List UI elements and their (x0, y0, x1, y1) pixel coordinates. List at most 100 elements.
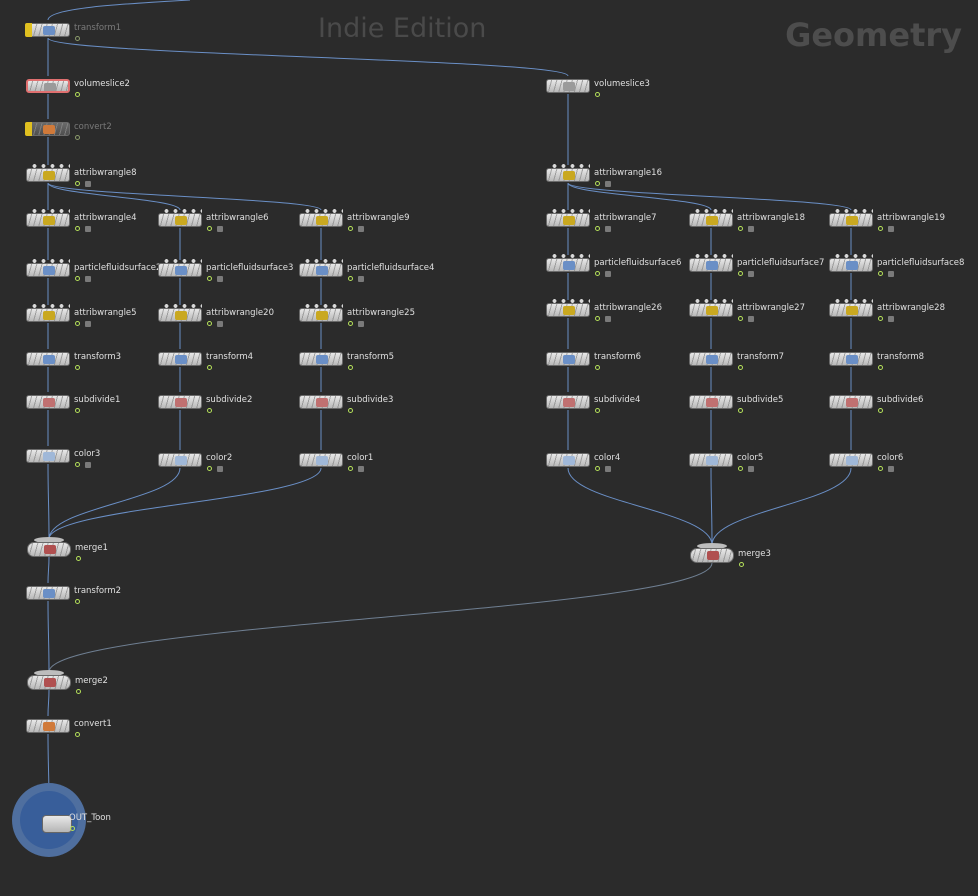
node-attribwrangle5[interactable] (26, 304, 70, 325)
node-subdivide5[interactable] (689, 395, 733, 412)
input-connector-dots[interactable] (550, 164, 590, 168)
node-transform1[interactable] (25, 23, 70, 40)
node-display-indicator[interactable] (75, 36, 80, 41)
node-attribwrangle7[interactable] (546, 209, 590, 230)
input-connector-dots[interactable] (550, 299, 590, 303)
node-display-indicator[interactable] (75, 321, 80, 326)
node-body[interactable] (158, 453, 202, 467)
display-flag[interactable] (25, 23, 32, 37)
node-display-indicator[interactable] (75, 462, 80, 467)
node-body[interactable] (26, 308, 70, 322)
node-display-indicator[interactable] (75, 408, 80, 413)
node-display-indicator[interactable] (878, 226, 883, 231)
node-transform5[interactable] (299, 352, 343, 369)
node-subdivide3[interactable] (299, 395, 343, 412)
node-transform4[interactable] (158, 352, 202, 369)
node-display-indicator[interactable] (207, 466, 212, 471)
node-display-indicator[interactable] (595, 408, 600, 413)
node-display-indicator[interactable] (75, 732, 80, 737)
node-display-indicator[interactable] (348, 276, 353, 281)
node-display-indicator[interactable] (70, 826, 75, 831)
node-transform3[interactable] (26, 352, 70, 369)
node-attribwrangle8[interactable] (26, 164, 70, 185)
node-body[interactable] (158, 308, 202, 322)
node-display-indicator[interactable] (207, 276, 212, 281)
input-connector-dots[interactable] (30, 209, 70, 213)
node-particlefluidsurface3[interactable] (158, 259, 202, 280)
node-display-indicator[interactable] (76, 556, 81, 561)
node-transform6[interactable] (546, 352, 590, 369)
node-subdivide1[interactable] (26, 395, 70, 412)
node-body[interactable] (26, 122, 70, 136)
node-subdivide2[interactable] (158, 395, 202, 412)
node-body[interactable] (546, 79, 590, 93)
node-body[interactable] (299, 213, 343, 227)
node-display-indicator[interactable] (878, 316, 883, 321)
node-color1[interactable] (299, 453, 343, 470)
node-body[interactable] (27, 675, 71, 690)
node-display-indicator[interactable] (595, 365, 600, 370)
node-attribwrangle16[interactable] (546, 164, 590, 185)
node-display-indicator[interactable] (595, 466, 600, 471)
node-display-indicator[interactable] (75, 599, 80, 604)
node-body[interactable] (27, 542, 71, 557)
node-display-indicator[interactable] (738, 226, 743, 231)
node-particlefluidsurface2[interactable] (26, 259, 70, 280)
input-connector-dots[interactable] (303, 304, 343, 308)
node-particlefluidsurface6[interactable] (546, 254, 590, 275)
node-body[interactable] (689, 303, 733, 317)
node-body[interactable] (26, 352, 70, 366)
input-connector-dots[interactable] (693, 254, 733, 258)
node-attribwrangle20[interactable] (158, 304, 202, 325)
node-body[interactable] (829, 213, 873, 227)
node-display-indicator[interactable] (595, 181, 600, 186)
node-display-indicator[interactable] (348, 226, 353, 231)
input-connector-dots[interactable] (550, 209, 590, 213)
input-connector-dots[interactable] (693, 299, 733, 303)
node-merge3[interactable] (690, 543, 734, 565)
node-particlefluidsurface7[interactable] (689, 254, 733, 275)
node-body[interactable] (546, 258, 590, 272)
node-attribwrangle4[interactable] (26, 209, 70, 230)
node-transform8[interactable] (829, 352, 873, 369)
node-body[interactable] (829, 395, 873, 409)
node-display-indicator[interactable] (738, 365, 743, 370)
node-body[interactable] (26, 168, 70, 182)
node-display-indicator[interactable] (348, 321, 353, 326)
node-transform7[interactable] (689, 352, 733, 369)
input-connector-dots[interactable] (30, 259, 70, 263)
node-display-indicator[interactable] (595, 226, 600, 231)
node-body[interactable] (26, 719, 70, 733)
node-particlefluidsurface4[interactable] (299, 259, 343, 280)
input-connector-dots[interactable] (30, 164, 70, 168)
node-display-indicator[interactable] (75, 226, 80, 231)
node-subdivide6[interactable] (829, 395, 873, 412)
node-volumeslice3[interactable] (546, 79, 590, 96)
node-attribwrangle19[interactable] (829, 209, 873, 230)
node-body[interactable] (158, 395, 202, 409)
node-transform2[interactable] (26, 586, 70, 603)
node-convert1[interactable] (26, 719, 70, 736)
node-attribwrangle26[interactable] (546, 299, 590, 320)
node-body[interactable] (26, 263, 70, 277)
node-display-indicator[interactable] (207, 408, 212, 413)
node-color4[interactable] (546, 453, 590, 470)
node-display-indicator[interactable] (207, 365, 212, 370)
node-body[interactable] (26, 79, 70, 93)
node-display-indicator[interactable] (75, 135, 80, 140)
node-body[interactable] (299, 453, 343, 467)
node-display-indicator[interactable] (878, 365, 883, 370)
node-display-indicator[interactable] (207, 321, 212, 326)
node-body[interactable] (689, 213, 733, 227)
node-body[interactable] (299, 395, 343, 409)
node-body[interactable] (158, 213, 202, 227)
node-body[interactable] (829, 453, 873, 467)
node-volumeslice2[interactable] (26, 79, 70, 96)
input-connector-dots[interactable] (303, 259, 343, 263)
input-connector-dots[interactable] (303, 209, 343, 213)
node-body[interactable] (546, 395, 590, 409)
node-display-indicator[interactable] (595, 271, 600, 276)
node-display-indicator[interactable] (76, 689, 81, 694)
node-body[interactable] (546, 303, 590, 317)
node-display-indicator[interactable] (75, 276, 80, 281)
